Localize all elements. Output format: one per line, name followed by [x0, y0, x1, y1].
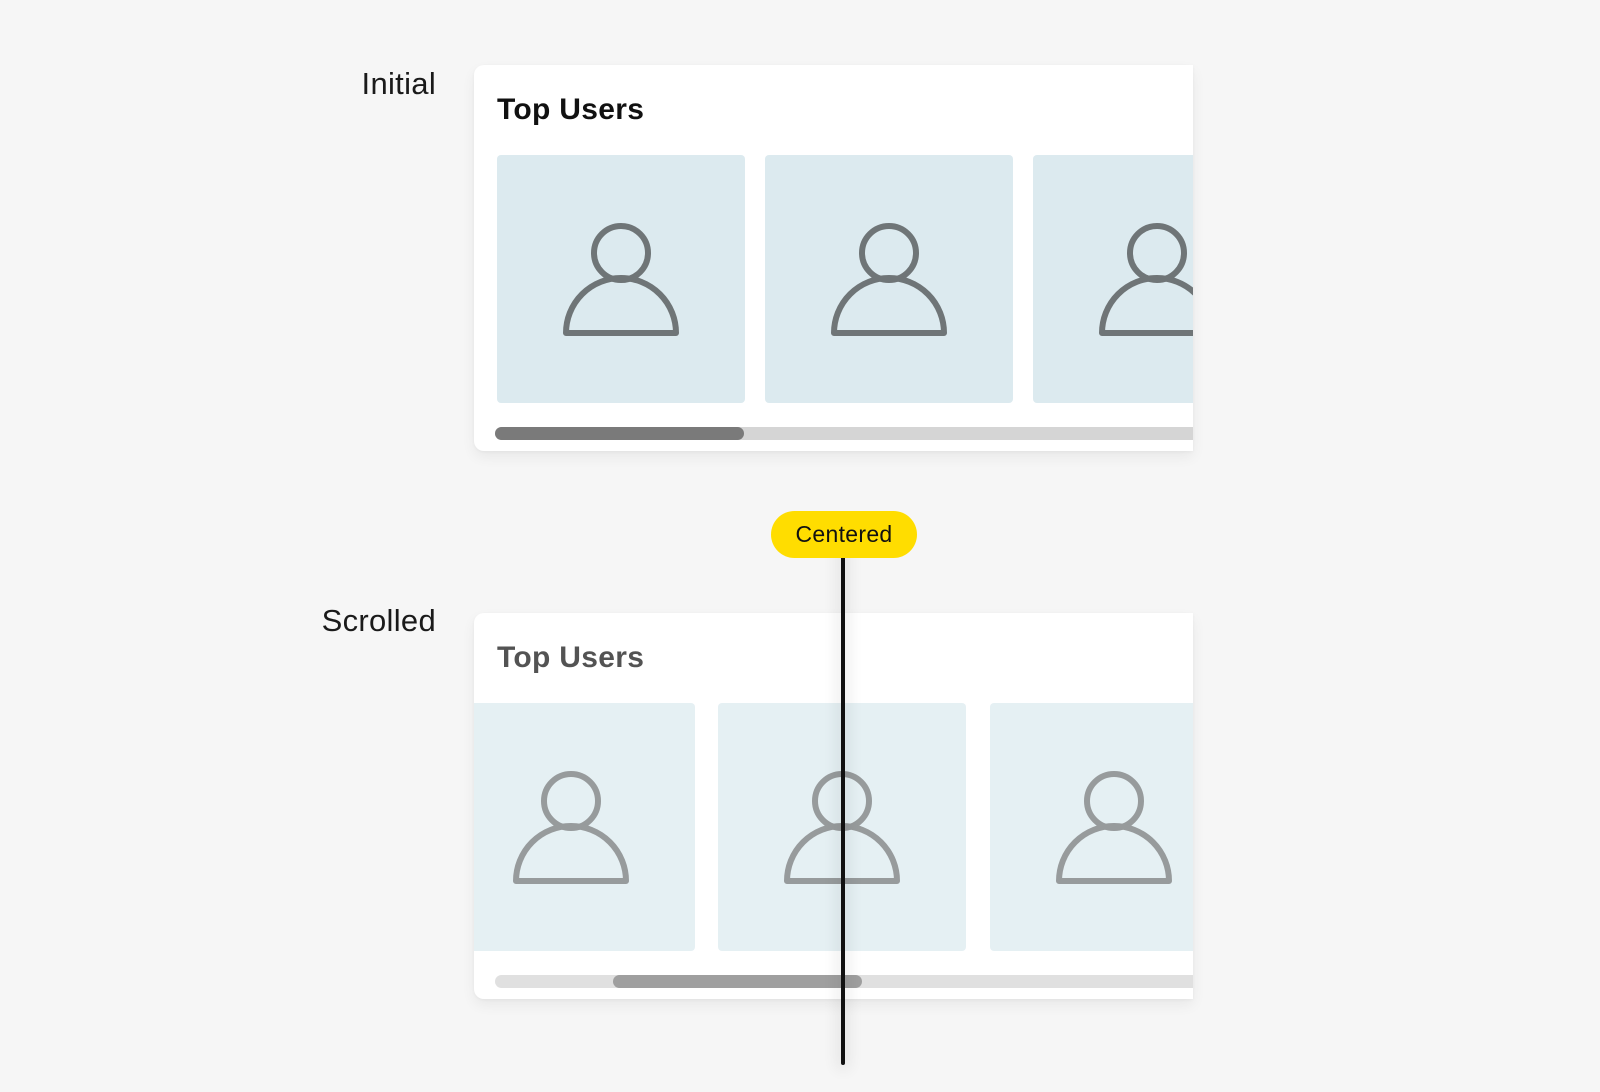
center-guide-line: [841, 548, 845, 1065]
centered-badge: Centered: [771, 511, 917, 558]
user-tile[interactable]: [497, 155, 745, 403]
user-tile[interactable]: [765, 155, 1013, 403]
user-icon: [1056, 771, 1172, 884]
user-icon: [513, 771, 629, 884]
user-icon: [1099, 223, 1193, 336]
top-users-card-initial: Top Users: [474, 65, 1193, 451]
user-tile[interactable]: [1033, 155, 1193, 403]
state-label-initial: Initial: [361, 66, 436, 101]
user-tile[interactable]: [474, 703, 695, 951]
scrollbar-thumb[interactable]: [613, 975, 862, 988]
user-icon: [563, 223, 679, 336]
card-title: Top Users: [497, 93, 645, 126]
card-title: Top Users: [497, 641, 645, 674]
top-users-card-scrolled: Top Users: [474, 613, 1193, 999]
horizontal-scrollbar[interactable]: [495, 427, 1193, 440]
scrollbar-thumb[interactable]: [495, 427, 744, 440]
user-tile[interactable]: [990, 703, 1193, 951]
state-label-scrolled: Scrolled: [321, 603, 436, 638]
user-icon: [831, 223, 947, 336]
